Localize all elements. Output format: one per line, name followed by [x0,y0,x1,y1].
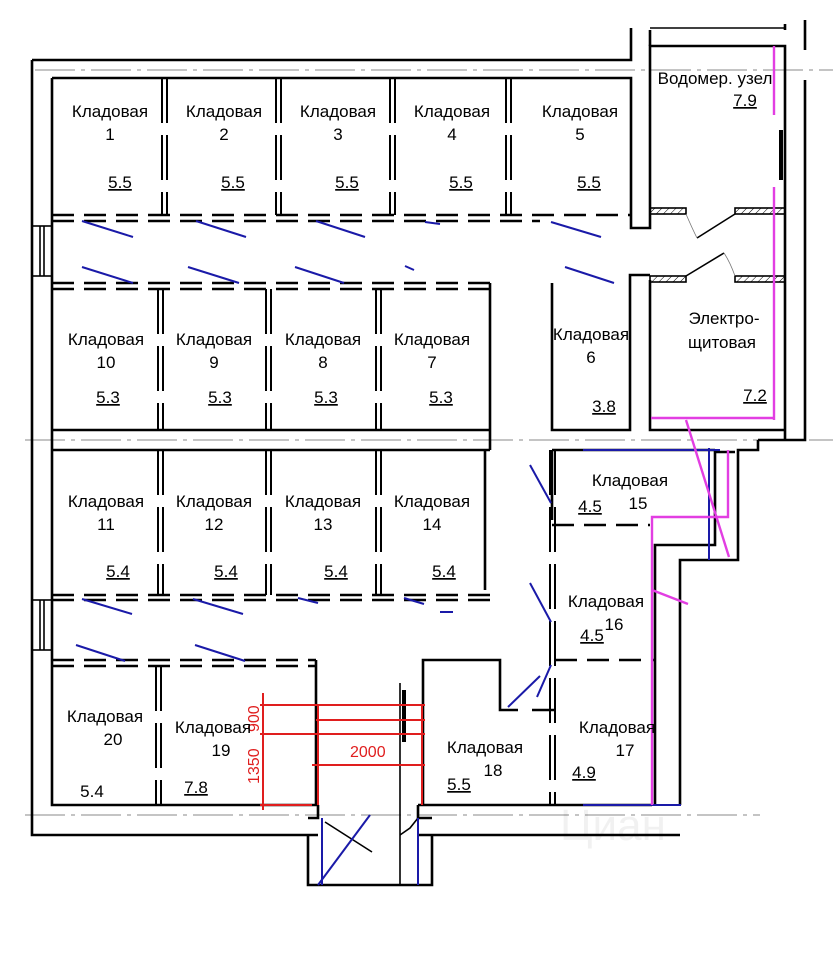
room-name: Кладовая [285,330,361,349]
room-number: 13 [314,515,333,534]
room-number: 14 [423,515,442,534]
room-number: 4 [447,125,456,144]
room-name: Кладовая [68,330,144,349]
room-number: 16 [605,615,624,634]
room-number: 11 [97,515,115,534]
room-area: 5.5 [108,173,132,192]
room-16: Кладовая 164.5 [568,592,644,645]
room-area: 3.8 [592,397,616,416]
room-13: Кладовая 13 5.4 [285,492,361,581]
room-area: 5.5 [221,173,245,192]
room-water-meter: Водомер. узел 7.9 [658,69,773,110]
watermark: Циан [560,801,666,850]
room-labels: Кладовая15.5Кладовая25.5Кладовая35.5Клад… [67,69,772,801]
room-2: Кладовая 2 5.5 [186,102,262,192]
room-10: Кладовая 10 5.3 [68,330,144,407]
room-17: Кладовая 17 4.9 [572,718,655,782]
room-name: Кладовая [68,492,144,511]
room-9: Кладовая 9 5.3 [176,330,252,407]
room-number: 18 [484,761,503,780]
room-number: 2 [219,125,228,144]
room-number: 6 [586,348,595,367]
room-name: Кладовая [186,102,262,121]
room-area: 4.5 [580,626,604,645]
outer-walls [30,20,807,887]
room-name: Кладовая [285,492,361,511]
room-15: Кладовая 15 4.5 [578,471,668,516]
room-name: Кладовая [300,102,376,121]
room-4: Кладовая 4 5.5 [414,102,490,192]
dimension-stair-width: 2000 [350,744,386,761]
room-name: Кладовая [542,102,618,121]
room-name: Кладовая [176,330,252,349]
water-lines [75,220,720,886]
room-name: Кладовая [394,492,470,511]
room-area: 5.5 [447,775,471,794]
power-lines [650,46,776,805]
room-name: Кладовая [447,738,523,757]
room-18: Кладовая 18 5.5 [447,738,523,794]
room-area: 5.5 [577,173,601,192]
room-area: 5.4 [214,562,238,581]
room-area: 5.4 [432,562,456,581]
room-area: 5.3 [429,388,453,407]
room-name-line1: Электро- [688,309,759,328]
room-number: 8 [318,353,327,372]
room-6: Кладовая 6 3.8 [553,325,629,416]
room-11: Кладовая 11 5.4 [68,492,144,581]
room-8: Кладовая 8 5.3 [285,330,361,407]
room-name: Кладовая [67,707,143,726]
room-number: 7 [427,353,436,372]
room-3: Кладовая 3 5.5 [300,102,376,192]
room-area: 4.9 [572,763,596,782]
room-area: 5.4 [324,562,348,581]
room-area: 7.9 [733,91,757,110]
room-number: 10 [97,353,116,372]
room-name: Кладовая [579,718,655,737]
room-area: 5.5 [335,173,359,192]
room-20: Кладовая 20 5.4 [67,707,143,801]
room-area: 5.4 [80,782,104,801]
room-number: 17 [616,741,635,760]
room-name: Кладовая [553,325,629,344]
room-number: 9 [209,353,218,372]
room-name-line2: щитовая [688,333,756,352]
room-name: Водомер. узел [658,69,773,88]
room-area: 5.4 [106,562,130,581]
axis-lines [25,69,833,816]
room-12: Кладовая 12 5.4 [176,492,252,581]
room-area: 5.3 [96,388,120,407]
partitions [52,78,786,805]
room-5: Кладовая 5 5.5 [542,102,618,192]
room-number: 1 [105,125,114,144]
room-number: 5 [575,125,584,144]
room-name: Кладовая [175,718,251,737]
room-1: Кладовая 1 5.5 [72,102,148,192]
room-electrical: Электро-щитовая 7.2 [688,309,767,405]
room-name: Кладовая [176,492,252,511]
room-area: 5.5 [449,173,473,192]
stair-dimensions: 2000 1350 900 [246,693,425,810]
room-number: 19 [212,741,231,760]
dimension-stair-step: 900 [246,705,263,732]
room-name: Кладовая [72,102,148,121]
room-area: 7.2 [743,386,767,405]
room-19: Кладовая 197.8 [175,718,251,797]
room-number: 12 [205,515,224,534]
room-name: Кладовая [568,592,644,611]
dimension-stair-height: 1350 [246,748,263,784]
room-number: 20 [104,730,123,749]
room-number: 3 [333,125,342,144]
room-area: 5.3 [208,388,232,407]
room-area: 7.8 [184,778,208,797]
room-name: Кладовая [592,471,668,490]
room-14: Кладовая 14 5.4 [394,492,470,581]
room-area: 4.5 [578,497,602,516]
room-name: Кладовая [394,330,470,349]
room-name: Кладовая [414,102,490,121]
room-area: 5.3 [314,388,338,407]
room-number: 15 [629,494,648,513]
room-7: Кладовая 7 5.3 [394,330,470,407]
